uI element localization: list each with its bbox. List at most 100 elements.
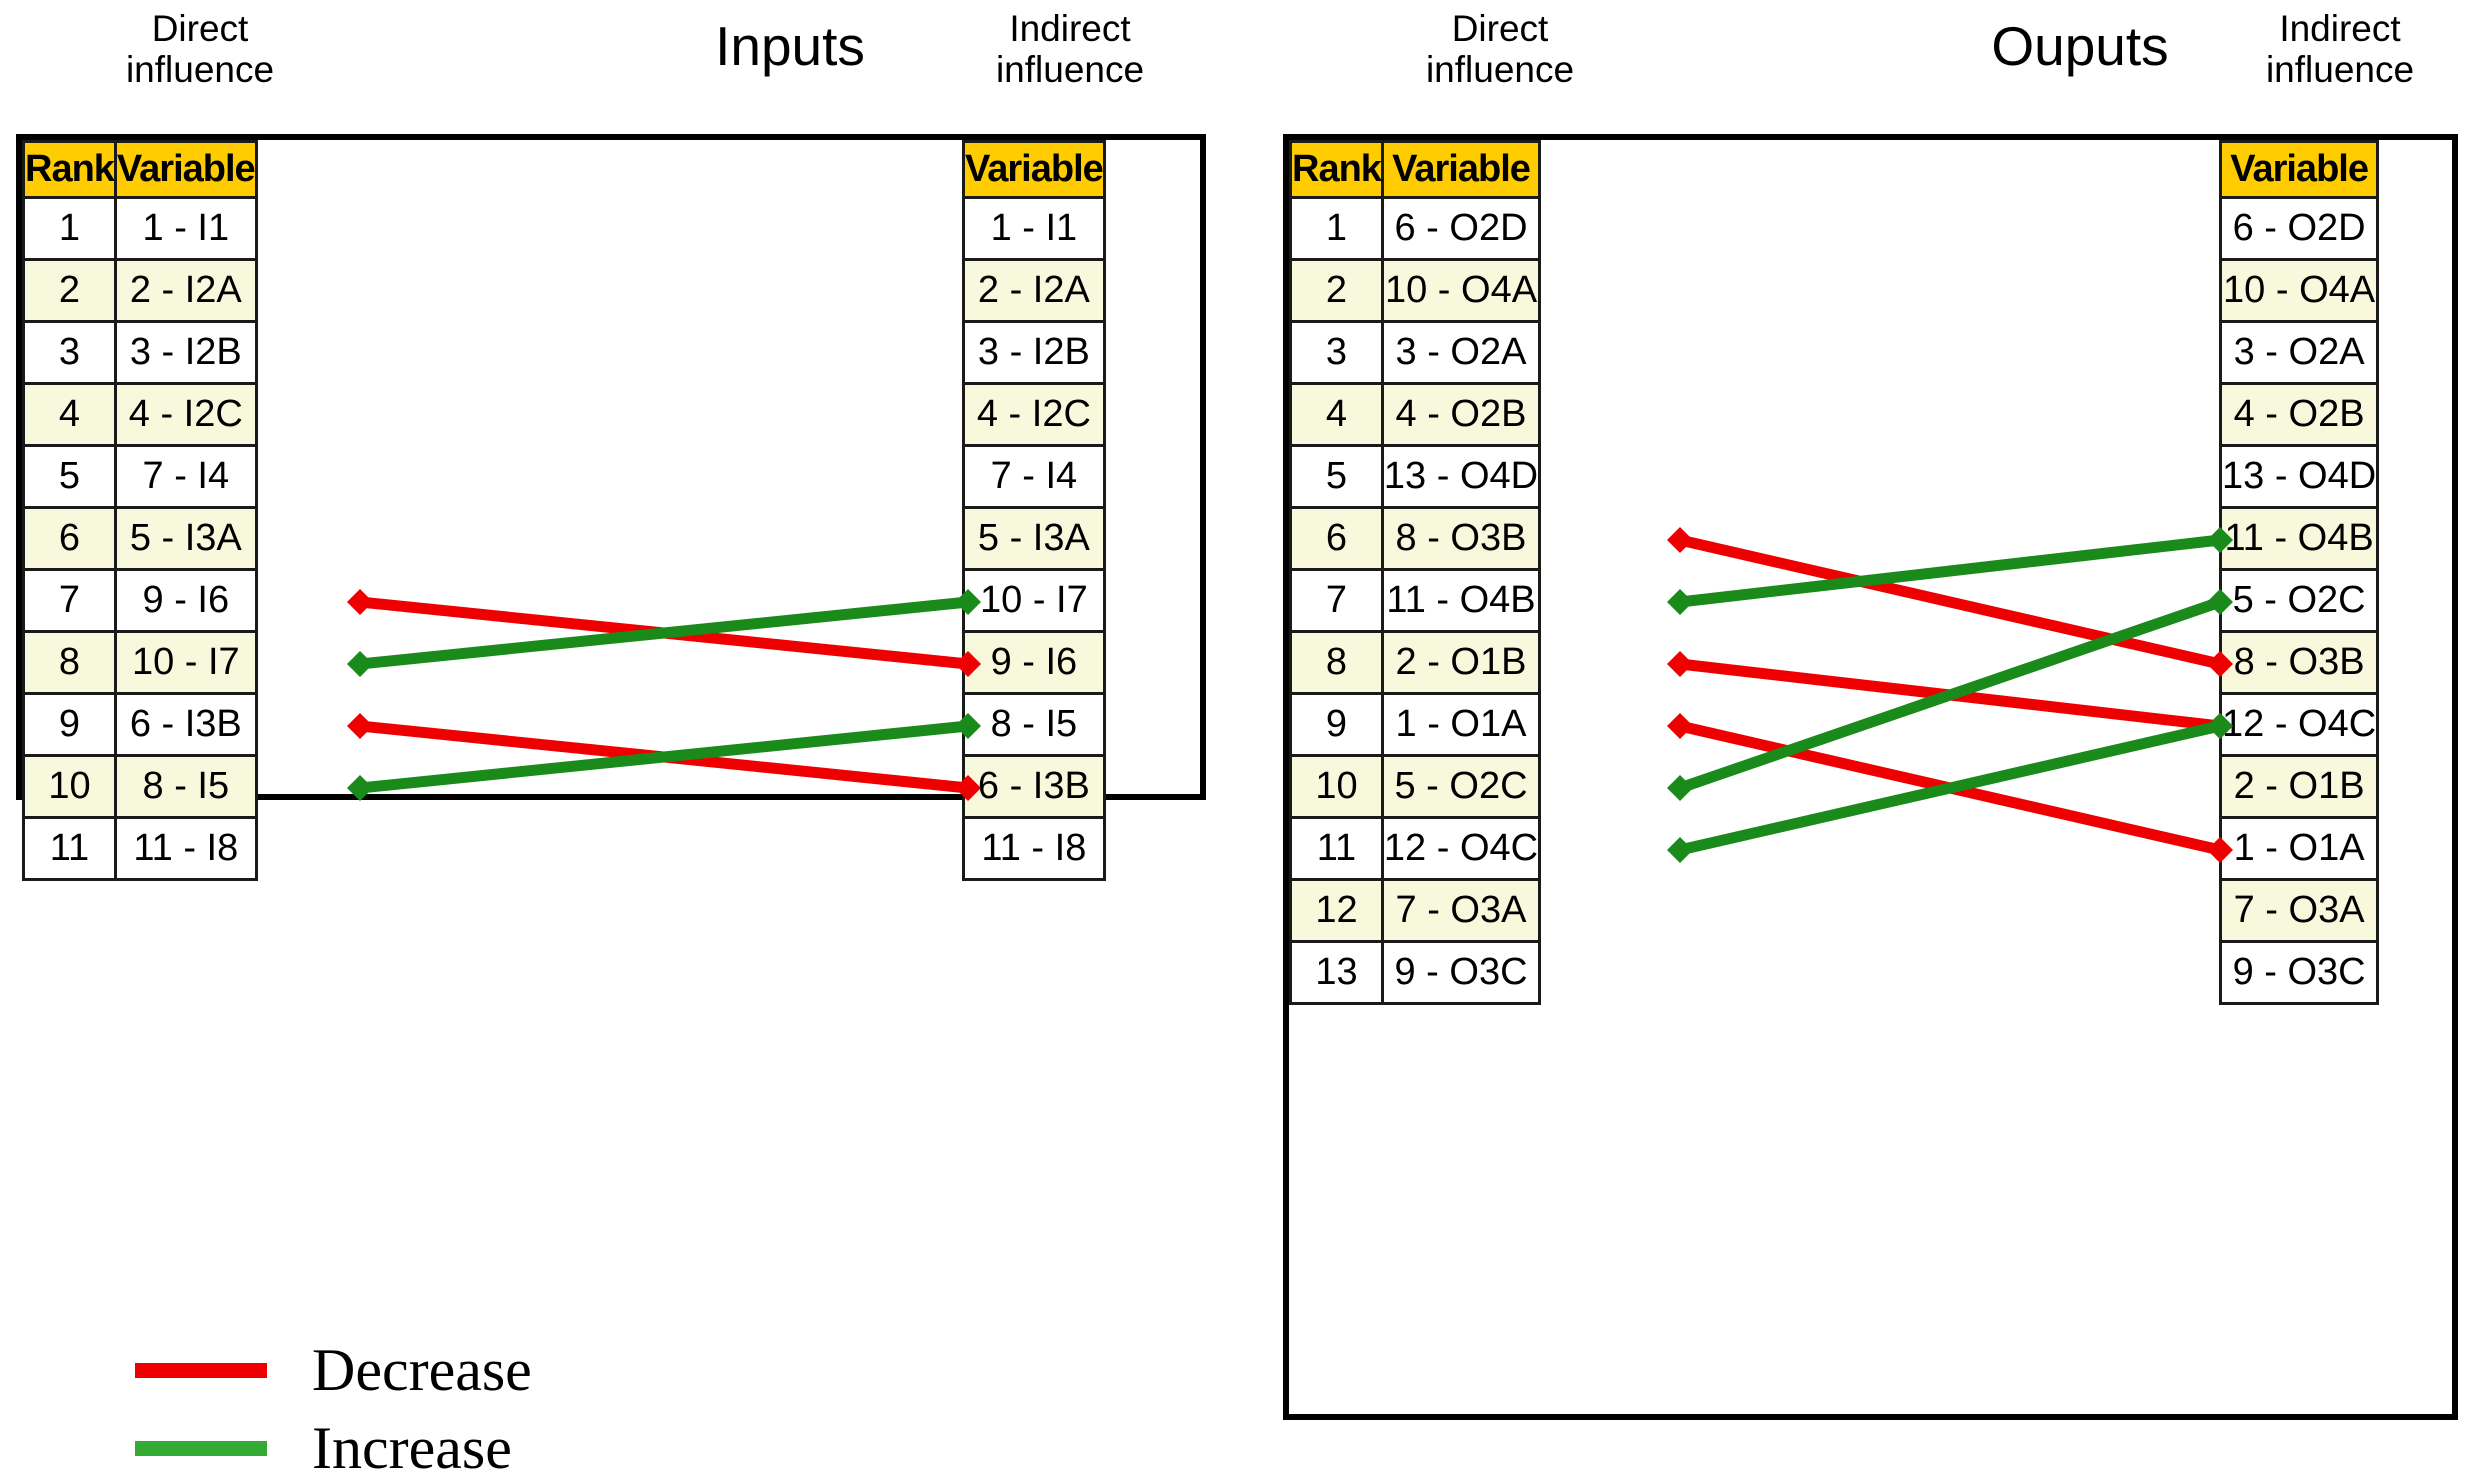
inputs-panel-title: Inputs	[715, 15, 865, 77]
cell-variable: 9 - O3C	[2218, 940, 2380, 1005]
cell-variable: 3 - I2B	[113, 320, 258, 385]
legend-swatch-decrease	[135, 1362, 267, 1378]
legend-label-increase: Increase	[312, 1415, 512, 1481]
connector-endpoint-marker	[347, 651, 373, 677]
table-row: 13 - O4D	[2218, 444, 2380, 509]
cell-rank: 13	[1289, 940, 1384, 1005]
cell-rank: 7	[1289, 568, 1384, 633]
cell-rank: 10	[22, 754, 117, 819]
cell-variable: 2 - I2A	[113, 258, 258, 323]
cell-variable: 1 - O1A	[2218, 816, 2380, 881]
cell-rank: 7	[22, 568, 117, 633]
cell-variable: 12 - O4C	[1380, 816, 1542, 881]
connector-endpoint-marker	[2207, 527, 2233, 553]
connector-endpoint-marker	[1667, 527, 1693, 553]
cell-variable: 7 - O3A	[1380, 878, 1542, 943]
header-line-2: influence	[125, 49, 275, 91]
inputs-indirect-influence-header: Indirect influence	[940, 8, 1200, 91]
table-row: 12 - O4C	[2218, 692, 2380, 757]
legend-label-decrease: Decrease	[312, 1337, 532, 1403]
legend-item-decrease: Decrease	[135, 1340, 532, 1400]
cell-variable: 11 - I8	[962, 816, 1106, 881]
inputs-direct-influence-header: Direct influence	[80, 8, 320, 91]
legend-swatch-increase	[135, 1440, 267, 1456]
cell-rank: 9	[1289, 692, 1384, 757]
cell-rank: 5	[1289, 444, 1384, 509]
cell-rank: 6	[22, 506, 117, 571]
cell-variable: 10 - O4A	[2218, 258, 2380, 323]
connector-endpoint-marker	[955, 713, 981, 739]
column-header-variable: Variable	[962, 140, 1106, 199]
connector-line	[1678, 596, 2222, 794]
table-row: 8 - O3B	[2218, 630, 2380, 695]
cell-variable: 9 - I6	[113, 568, 258, 633]
column-header-variable: Variable	[1380, 140, 1542, 199]
table-row: 4 - O2B	[2218, 382, 2380, 447]
cell-variable: 7 - O3A	[2218, 878, 2380, 943]
cell-rank: 2	[22, 258, 117, 323]
table-row: 6 - O2D	[2218, 196, 2380, 261]
table-row: 1 - I1	[962, 196, 1106, 261]
cell-variable: 3 - I2B	[962, 320, 1106, 385]
connector-endpoint-marker	[1667, 775, 1693, 801]
table-header-row: Variable	[2218, 140, 2380, 199]
cell-variable: 10 - I7	[962, 568, 1106, 633]
connector-endpoint-marker	[2207, 651, 2233, 677]
table-row: 1 - O1A	[2218, 816, 2380, 881]
column-header-variable: Variable	[113, 140, 258, 199]
connector-endpoint-marker	[347, 775, 373, 801]
cell-variable: 5 - I3A	[962, 506, 1106, 571]
connector-endpoint-marker	[2207, 589, 2233, 615]
ouputs-connector-lines	[1667, 527, 2233, 863]
cell-variable: 6 - I3B	[113, 692, 258, 757]
cell-variable: 8 - I5	[113, 754, 258, 819]
table-row: 5 - O2C	[2218, 568, 2380, 633]
table-row: 10 - O4A	[2218, 258, 2380, 323]
connector-line	[1678, 534, 2222, 670]
cell-variable: 1 - I1	[962, 196, 1106, 261]
connector-line	[359, 720, 969, 794]
connector-endpoint-marker	[955, 651, 981, 677]
cell-variable: 3 - O2A	[2218, 320, 2380, 385]
cell-rank: 2	[1289, 258, 1384, 323]
cell-variable: 5 - I3A	[113, 506, 258, 571]
connector-endpoint-marker	[347, 589, 373, 615]
connector-endpoint-marker	[955, 775, 981, 801]
cell-rank: 8	[22, 630, 117, 695]
cell-rank: 3	[22, 320, 117, 385]
cell-rank: 12	[1289, 878, 1384, 943]
table-row: 2 - I2A	[962, 258, 1106, 323]
connector-endpoint-marker	[347, 713, 373, 739]
connector-endpoint-marker	[1667, 589, 1693, 615]
cell-variable: 4 - O2B	[2218, 382, 2380, 447]
connector-endpoint-marker	[1667, 837, 1693, 863]
cell-rank: 5	[22, 444, 117, 509]
table-row: 6 - I3B	[962, 754, 1106, 819]
cell-variable: 8 - O3B	[2218, 630, 2380, 695]
connector-endpoint-marker	[955, 589, 981, 615]
connector-endpoint-marker	[1667, 713, 1693, 739]
header-line-1: Indirect	[1009, 8, 1131, 49]
cell-variable: 12 - O4C	[2218, 692, 2380, 757]
cell-rank: 1	[22, 196, 117, 261]
connector-endpoint-marker	[2207, 713, 2233, 739]
header-line-2: influence	[995, 49, 1145, 91]
